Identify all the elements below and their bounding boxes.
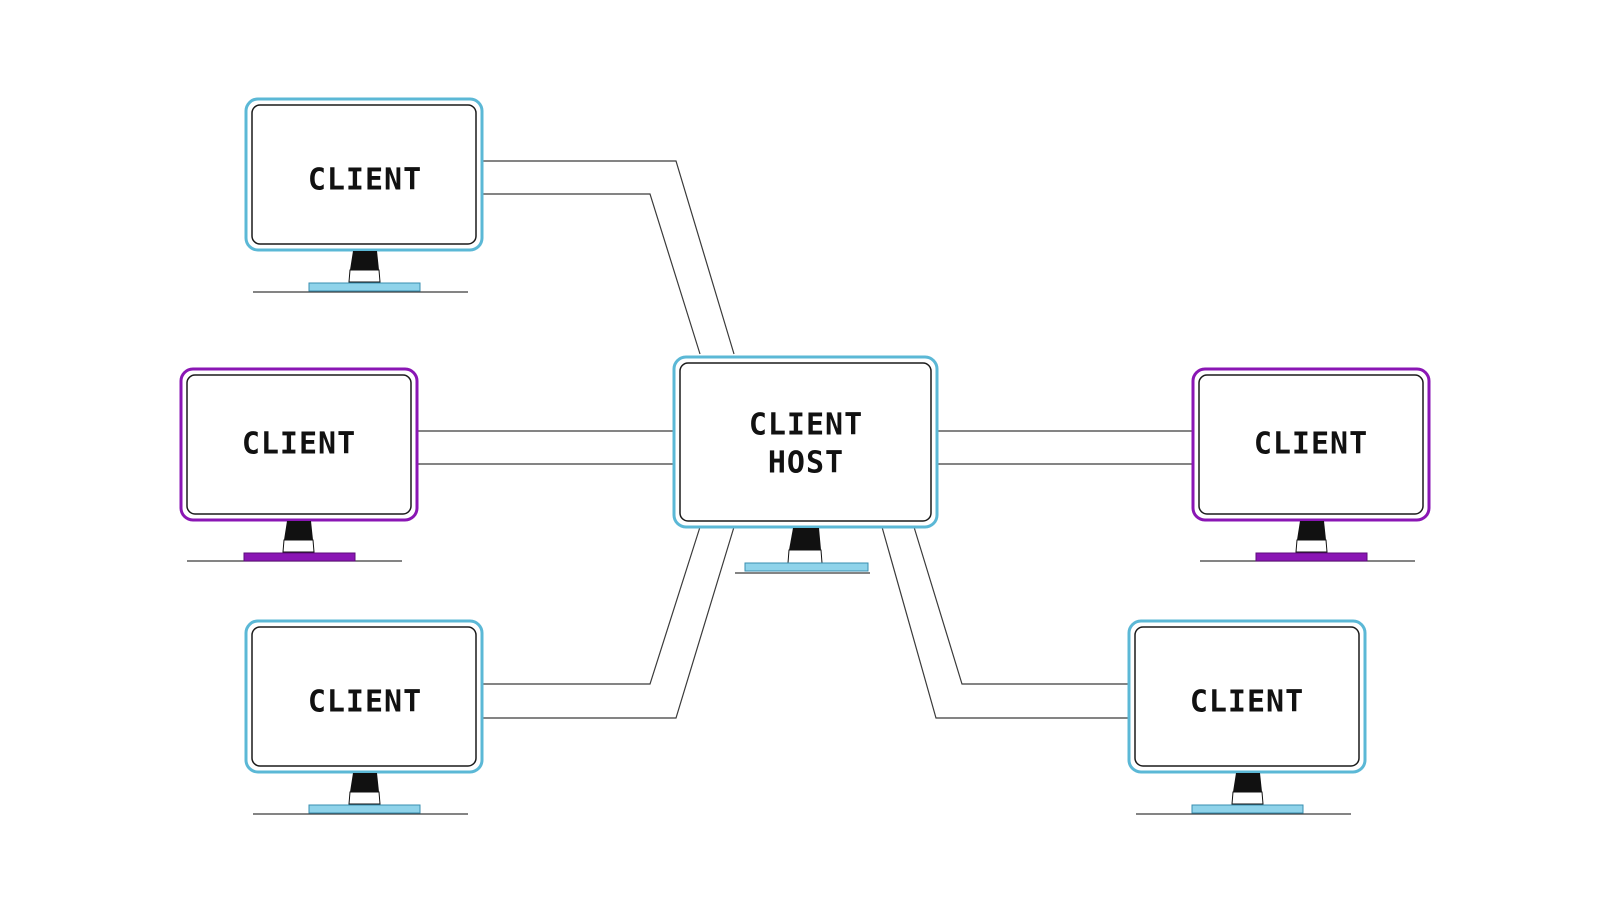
host-stand-highlight <box>787 549 823 564</box>
client-base <box>1255 552 1368 562</box>
client-stand-highlight <box>348 269 381 283</box>
client-base <box>308 282 421 292</box>
client-label: CLIENT <box>242 427 356 462</box>
client-label: CLIENT <box>308 685 422 720</box>
client-monitor-middle-right: CLIENT <box>1191 367 1431 562</box>
client-label: CLIENT <box>1190 685 1304 720</box>
client-screen-inner <box>1198 374 1424 515</box>
connection-host-middle-left <box>417 430 674 465</box>
connection-host-top-left <box>483 160 735 355</box>
client-screen-inner <box>1134 626 1360 767</box>
connection-host-bottom-left <box>483 526 735 719</box>
client-screen-inner <box>186 374 412 515</box>
client-stand-highlight <box>282 539 315 553</box>
client-screen-inner <box>251 104 477 245</box>
client-base <box>1191 804 1304 814</box>
host-stand <box>789 528 821 550</box>
client-stand-highlight <box>1231 791 1264 805</box>
client-label: CLIENT <box>1254 427 1368 462</box>
client-monitor-top-left: CLIENT <box>244 97 484 293</box>
client-stand <box>1297 521 1326 540</box>
client-screen-inner <box>251 626 477 767</box>
host-label-line1: CLIENT <box>749 408 863 443</box>
client-stand <box>284 521 313 540</box>
client-stand <box>350 773 379 792</box>
client-label: CLIENT <box>308 163 422 198</box>
client-stand <box>350 251 379 270</box>
client-monitor-bottom-right: CLIENT <box>1127 619 1367 815</box>
client-stand-highlight <box>1295 539 1328 553</box>
client-monitor-bottom-left: CLIENT <box>244 619 484 815</box>
client-monitor-middle-left: CLIENT <box>179 367 419 562</box>
client-base <box>243 552 356 562</box>
client-stand-highlight <box>348 791 381 805</box>
host-screen-inner <box>679 362 932 522</box>
connection-host-middle-right <box>938 430 1192 465</box>
host-base <box>744 562 869 572</box>
connection-host-bottom-right <box>881 526 1128 719</box>
host-label-line2: HOST <box>768 446 844 481</box>
client-base <box>308 804 421 814</box>
client-stand <box>1233 773 1262 792</box>
host-monitor: CLIENT HOST <box>672 355 939 574</box>
